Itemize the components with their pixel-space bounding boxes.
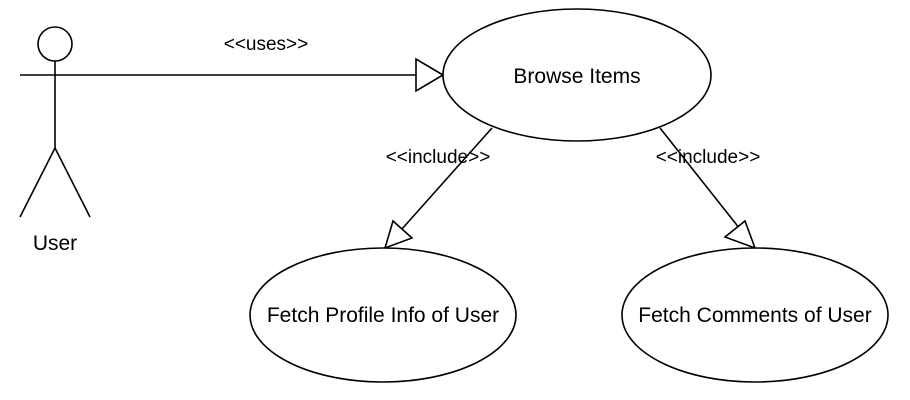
actor-head xyxy=(37,26,73,62)
include-comments-arrowhead xyxy=(723,219,757,250)
use-case-profile-ellipse xyxy=(249,247,517,383)
use-case-profile-label: Fetch Profile Info of User xyxy=(267,304,499,327)
use-case-comments-label: Fetch Comments of User xyxy=(638,304,871,327)
uses-arrowhead xyxy=(415,57,445,93)
use-case-browse-label: Browse Items xyxy=(513,65,640,88)
include-profile[interactable]: <<include>> xyxy=(383,127,493,250)
actor-left-leg xyxy=(19,147,56,218)
use-case-fetch-comments[interactable]: Fetch Comments of User xyxy=(621,247,889,383)
include-comments-stereotype: <<include>> xyxy=(656,147,761,168)
actor-label: User xyxy=(33,232,77,255)
use-case-browse-ellipse xyxy=(442,8,712,142)
actor-right-leg xyxy=(54,147,91,218)
use-case-comments-ellipse xyxy=(621,247,889,383)
include-profile-arrowhead xyxy=(383,219,414,250)
actor-user[interactable]: User xyxy=(19,26,91,255)
uses-stereotype: <<uses>> xyxy=(224,34,309,55)
include-profile-line xyxy=(384,127,493,249)
use-case-fetch-profile[interactable]: Fetch Profile Info of User xyxy=(249,247,517,383)
include-comments[interactable]: <<include>> xyxy=(656,127,761,250)
use-case-browse-items[interactable]: Browse Items xyxy=(442,8,712,142)
include-profile-stereotype: <<include>> xyxy=(386,147,491,168)
association-uses[interactable]: <<uses>> xyxy=(90,34,445,93)
